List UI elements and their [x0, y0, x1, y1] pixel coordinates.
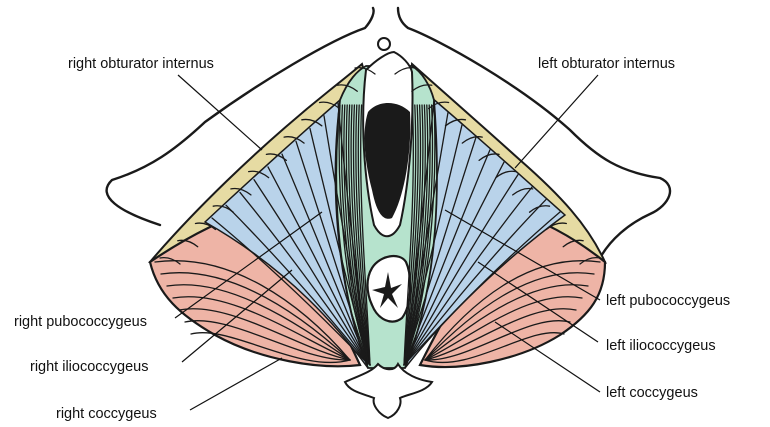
pubic-symphysis	[378, 38, 390, 50]
label-left-obturator-internus: left obturator internus	[538, 56, 675, 72]
label-left-coccygeus: left coccygeus	[606, 385, 698, 401]
label-right-pubococcygeus: right pubococcygeus	[14, 314, 147, 330]
leader-left-obturator-internus	[515, 75, 598, 168]
label-right-obturator-internus: right obturator internus	[68, 56, 214, 72]
label-left-pubococcygeus: left pubococcygeus	[606, 293, 730, 309]
leader-right-coccygeus	[190, 358, 282, 410]
coccyx	[345, 364, 432, 418]
leader-right-obturator-internus	[178, 75, 262, 150]
label-right-iliococcygeus: right iliococcygeus	[30, 359, 148, 375]
label-right-coccygeus: right coccygeus	[56, 406, 157, 422]
label-left-iliococcygeus: left iliococcygeus	[606, 338, 716, 354]
